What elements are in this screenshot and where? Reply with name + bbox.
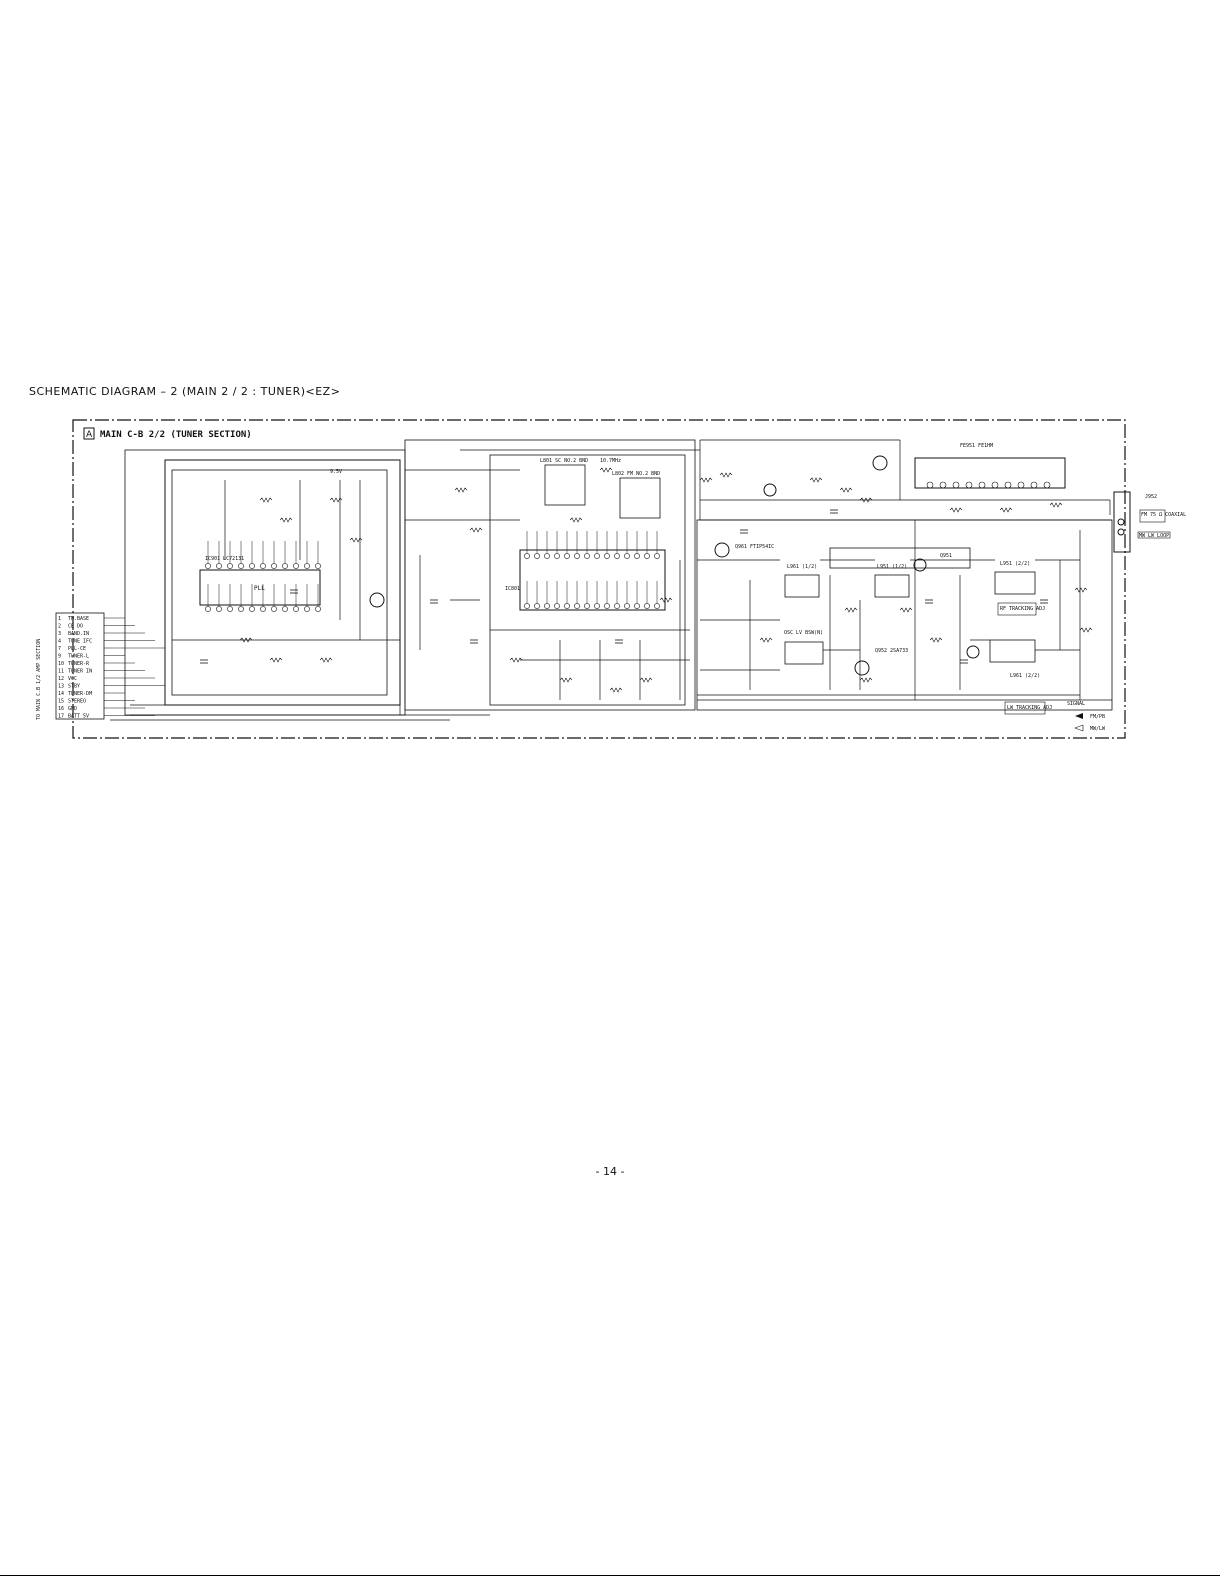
- connector-pin: 17 BATT 5V: [58, 714, 155, 720]
- lw-tracking-label: LW TRACKING ADJ: [1007, 705, 1052, 711]
- svg-text:GND: GND: [68, 706, 77, 712]
- svg-text:11: 11: [58, 669, 64, 675]
- transistor-q961: Q961 FTIP54IC: [714, 542, 774, 558]
- legend-mw-lw: MW/LW: [1090, 726, 1106, 732]
- connector-pin: 15 STEREO: [58, 699, 135, 705]
- svg-text:CE DO: CE DO: [68, 624, 83, 630]
- page-number: - 14 -: [595, 1165, 625, 1178]
- svg-text:Q952 2SA733: Q952 2SA733: [875, 648, 908, 654]
- osc-label: OSC LV BSW(N): [784, 630, 823, 636]
- connector-pin: 4 TUNE IFC: [58, 639, 155, 645]
- ic-mid-label: L802 FM NO.2 BND: [612, 471, 660, 477]
- legend-signal: SIGNAL: [1067, 701, 1085, 707]
- svg-text:TUNER-DM: TUNER-DM: [68, 691, 92, 697]
- board-title: MAIN C-B 2/2 (TUNER SECTION): [100, 430, 252, 440]
- board-tag-box: [83, 427, 95, 440]
- fe951-label: FE951 FE1HM: [960, 443, 993, 449]
- svg-text:14: 14: [58, 691, 64, 697]
- jack-j952: [1113, 491, 1131, 553]
- svg-text:STBY: STBY: [68, 684, 80, 690]
- svg-text:TUNE IFC: TUNE IFC: [68, 639, 92, 645]
- jack-label: J952: [1145, 494, 1157, 500]
- svg-text:15: 15: [58, 699, 64, 705]
- bottom-rule: [0, 1575, 1220, 1576]
- ic-top-label: L801 SC NO.2 BND: [540, 458, 588, 464]
- l952-label: L951 (2/2): [1000, 561, 1030, 567]
- svg-text:10: 10: [58, 661, 64, 667]
- svg-text:16: 16: [58, 706, 64, 712]
- l951-label: L951 (1/2): [877, 564, 907, 570]
- connector-pin: 1 TN.BASE: [58, 616, 125, 622]
- svg-text:4: 4: [58, 639, 61, 645]
- arrow-mw-lw-icon: [1074, 724, 1084, 732]
- connector-pin: 10 TUNER-R: [58, 661, 135, 667]
- svg-text:PLL: PLL: [254, 585, 265, 592]
- board-tag: A: [86, 430, 93, 440]
- l962-label: L961 (2/2): [1010, 673, 1040, 679]
- svg-text:17: 17: [58, 714, 64, 720]
- connector-pin: 7 PLL-CE: [58, 646, 165, 652]
- svg-text:TN.BASE: TN.BASE: [68, 616, 89, 622]
- svg-text:BAND.IN: BAND.IN: [68, 631, 89, 637]
- ic901-body: [199, 569, 321, 606]
- svg-text:TUNER-R: TUNER-R: [68, 661, 90, 667]
- svg-text:Q951: Q951: [940, 553, 952, 559]
- connector-pin: 12 VCC: [58, 676, 155, 682]
- connector-pin: 16 GND: [58, 706, 145, 712]
- svg-text:3: 3: [58, 631, 61, 637]
- connector-pin: 13 STBY: [58, 684, 165, 690]
- svg-text:9: 9: [58, 654, 61, 660]
- svg-text:STEREO: STEREO: [68, 699, 86, 705]
- if-label: 10.7MHz: [600, 458, 621, 464]
- connector-pin: 3 BAND.IN: [58, 631, 145, 637]
- arrow-fm-pb-icon: [1075, 713, 1083, 719]
- transistor-q951: Q951: [913, 553, 952, 572]
- connector-side-label: TO MAIN C.B 1/2 AMP SECTION: [36, 639, 42, 720]
- l961-label: L961 (1/2): [787, 564, 817, 570]
- connector-pin: 9 TUNER-L: [58, 654, 125, 660]
- board-border: [72, 419, 1126, 739]
- connector-pin: 2 CE DO: [58, 624, 135, 630]
- transistor-q952: Q952 2SA733: [854, 648, 908, 676]
- mw-ant-label: MW LW LOOP: [1139, 533, 1169, 539]
- svg-text:1: 1: [58, 616, 61, 622]
- svg-text:Q961 FTIP54IC: Q961 FTIP54IC: [735, 544, 774, 550]
- svg-text:PLL-CE: PLL-CE: [68, 646, 86, 652]
- svg-text:VCC: VCC: [68, 676, 77, 682]
- ic801-body: [519, 549, 666, 611]
- ic801-label: IC801: [505, 586, 520, 592]
- svg-text:13: 13: [58, 684, 64, 690]
- connector-pin: 11 TUNER IN: [58, 669, 145, 675]
- vcc-label: 9.5V: [330, 469, 342, 475]
- svg-text:12: 12: [58, 676, 64, 682]
- svg-text:TUNER IN: TUNER IN: [68, 669, 92, 675]
- fm-ant-label: FM 75 Ω COAXIAL: [1141, 512, 1186, 518]
- svg-text:7: 7: [58, 646, 61, 652]
- page-title: SCHEMATIC DIAGRAM – 2 (MAIN 2 / 2 : TUNE…: [29, 385, 341, 398]
- legend-fm-pb: FM/PB: [1090, 714, 1105, 720]
- svg-text:TUNER-L: TUNER-L: [68, 654, 89, 660]
- fe951-body: [914, 457, 1066, 489]
- rf-tracking-label: RF TRACKING ADJ: [1000, 606, 1045, 612]
- ic901-label: IC901 LC72131: [205, 556, 244, 562]
- svg-text:2: 2: [58, 624, 61, 630]
- connector-pin: 14 TUNER-DM: [58, 691, 125, 697]
- svg-text:BATT 5V: BATT 5V: [68, 714, 89, 720]
